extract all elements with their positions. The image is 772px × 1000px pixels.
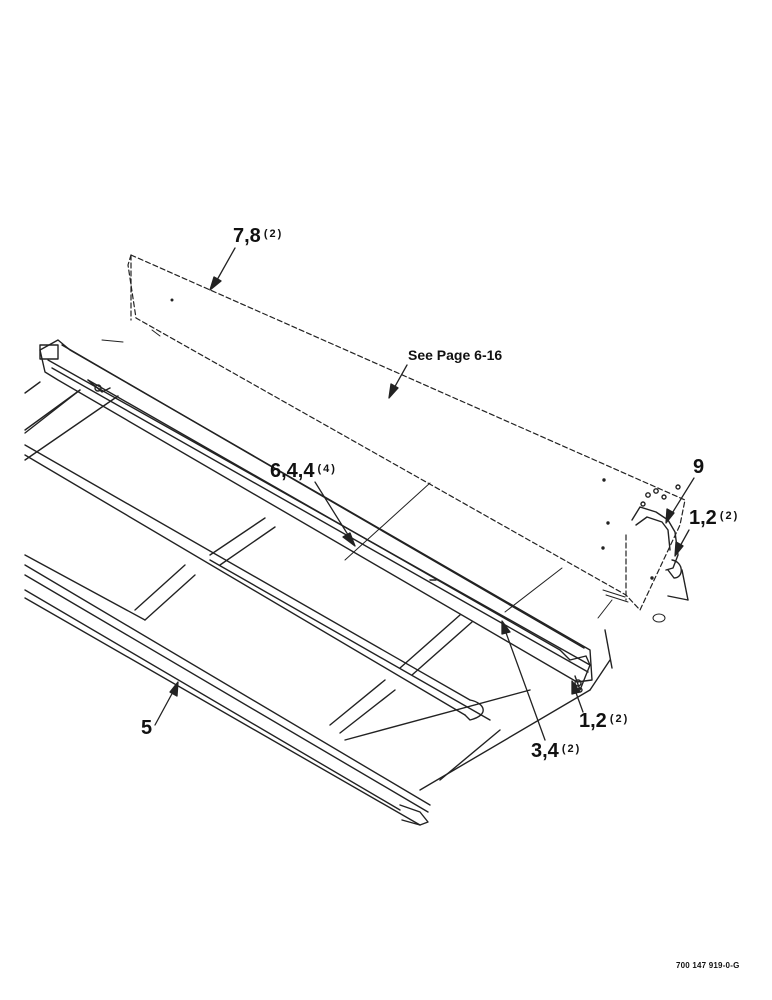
callout-quantity: (2) [609,713,630,725]
latch-part [631,484,689,601]
dashed-panel [127,254,686,611]
callout-quantity: (2) [719,510,740,522]
callout-5: 5 [141,717,153,739]
main-frame [24,389,613,826]
callout-1-2-rail: 1,2(2) [579,711,629,731]
callout-quantity: (2) [561,743,582,755]
callout-label: 1,2 [689,507,717,529]
callout-quantity: (2) [263,228,284,240]
callout-1-2-latch: 1,2(2) [689,508,739,528]
panel-detail-marks [151,298,666,623]
callout-label: 6,4,4 [270,460,315,482]
callout-quantity: (4) [317,463,337,475]
callout-7-8: 7,8(2) [233,226,283,246]
callout-label: 3,4 [531,740,559,762]
callout-9: 9 [693,456,705,478]
panel-guide-lines [101,339,613,619]
callout-label: 7,8 [233,225,261,247]
frame-top-edges [24,381,119,461]
callout-6-4-4: 6,4,4(4) [270,461,337,481]
top-rail [39,339,593,693]
drawing-number: 700 147 919-0-G [676,961,740,970]
callout-3-4: 3,4(2) [531,741,581,761]
leader-arrows [154,247,695,741]
callout-label: 1,2 [579,710,607,732]
callout-see-page: See Page 6-16 [408,347,503,363]
